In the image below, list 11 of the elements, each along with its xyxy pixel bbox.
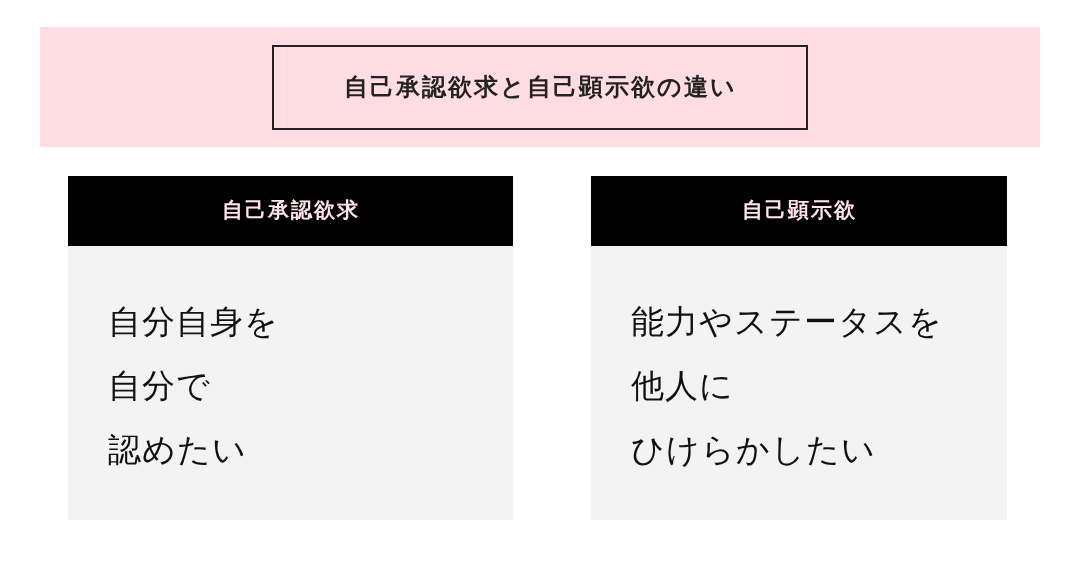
card-body-text: 認めたい xyxy=(108,429,248,471)
card-body-text: 他人に xyxy=(631,365,735,407)
card-body-text: ひけらかしたい xyxy=(631,429,877,471)
comparison-card xyxy=(591,176,1007,520)
comparison-card xyxy=(68,176,513,520)
card-body-text: 自分自身を xyxy=(108,301,280,343)
diagram-title: 自己承認欲求と自己顕示欲の違い xyxy=(272,44,808,130)
card-header: 自己承認欲求 xyxy=(68,176,513,246)
card-body-text: 自分で xyxy=(108,365,212,407)
card-body-text: 能力やステータスを xyxy=(631,301,944,343)
card-header: 自己顕示欲 xyxy=(591,176,1007,246)
